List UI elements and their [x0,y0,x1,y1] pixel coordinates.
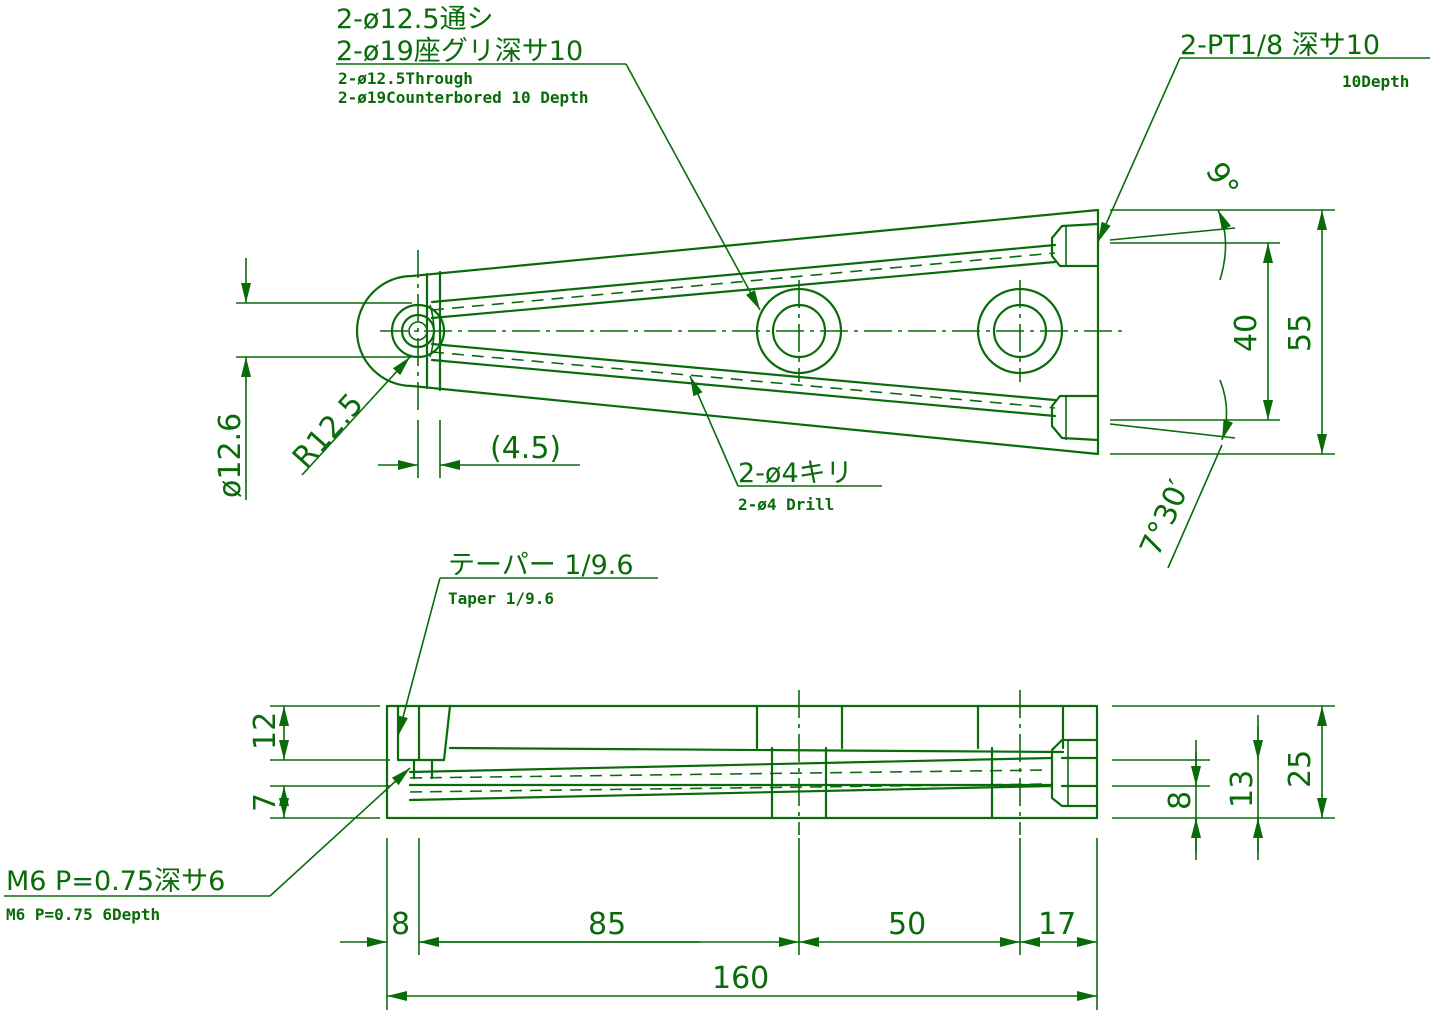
dim-4-5: (4.5) [490,431,561,466]
pt-port-lower [1050,394,1100,442]
callout-holes-jp-1: 2-ø12.5通シ [336,4,494,35]
counterbore-left [755,287,843,375]
callout-holes-jp-2: 2-ø19座グリ深サ10 [336,36,583,67]
dim-12: 12 [248,712,283,750]
dim-8-bottom: 8 [391,907,410,942]
dim-r12-5: R12.5 [286,387,371,476]
callout-holes-en-1: 2-ø12.5Through [338,69,473,88]
callout-m6-en: M6 P=0.75 6Depth [6,905,160,924]
dim-160: 160 [712,961,769,996]
callout-pt-jp: 2-PT1/8 深サ10 [1180,30,1380,61]
top-callouts: 2-ø12.5通シ 2-ø19座グリ深サ10 2-ø12.5Through 2-… [336,4,1430,514]
top-outline [355,208,1100,456]
callout-taper-en: Taper 1/9.6 [448,589,554,608]
dim-7: 7 [248,793,283,812]
dim-13: 13 [1225,770,1260,808]
counterbore-right [976,287,1064,375]
dim-55: 55 [1283,314,1318,352]
callout-pt-en: 10Depth [1342,72,1409,91]
callout-holes-en-2: 2-ø19Counterbored 10 Depth [338,88,588,107]
dim-angle-7-30: 7°30′ [1133,475,1197,562]
dim-angle-9: 9° [1198,157,1245,204]
callout-drill-en: 2-ø4 Drill [738,495,834,514]
dim-25: 25 [1283,750,1318,788]
dim-85: 85 [588,907,626,942]
dim-50: 50 [888,907,926,942]
front-dimensions: 12 7 8 13 25 8 85 50 17 [248,705,1335,1010]
dim-8-vertical: 8 [1163,791,1198,810]
pt-port-upper [1050,222,1100,268]
dim-40: 40 [1229,314,1264,352]
top-view [355,208,1125,456]
callout-m6-jp: M6 P=0.75深サ6 [6,866,225,897]
front-outline [385,704,1099,820]
front-view [385,690,1099,835]
front-callouts: テーパー 1/9.6 Taper 1/9.6 M6 P=0.75深サ6 M6 P… [4,550,658,924]
callout-taper-jp: テーパー 1/9.6 [448,550,634,581]
callout-drill-jp: 2-ø4キリ [738,458,853,489]
dim-17: 17 [1038,907,1076,942]
dim-phi-12-6: ø12.6 [213,413,248,498]
